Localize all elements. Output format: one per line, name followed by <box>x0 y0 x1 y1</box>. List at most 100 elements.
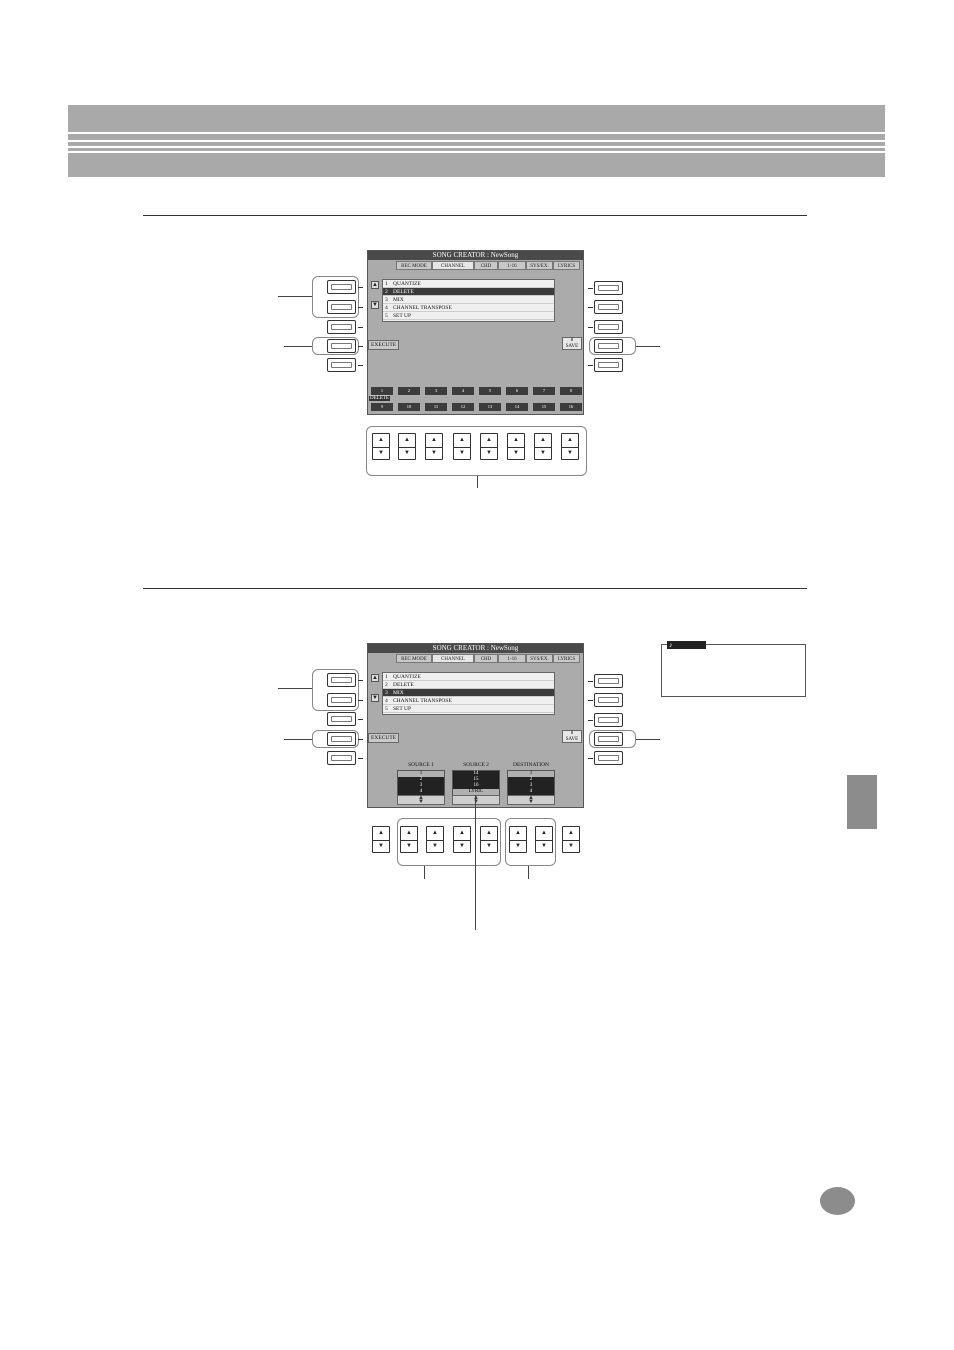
channel-cell[interactable]: 1 <box>371 387 393 395</box>
tab-channel[interactable]: CHANNEL <box>432 261 474 270</box>
updown-button-2[interactable]: ▲▼ <box>400 826 418 853</box>
tab-chd[interactable]: CHD <box>474 654 498 663</box>
source2-label: SOURCE 2 <box>463 762 489 768</box>
button-h[interactable] <box>594 320 623 334</box>
tab-lyrics[interactable]: LYRICS <box>553 654 580 663</box>
updown-button-1[interactable]: ▲▼ <box>372 433 390 460</box>
button-group-outline-i <box>589 337 636 355</box>
button-f[interactable] <box>594 674 623 688</box>
channel-cell[interactable]: 12 <box>452 403 474 411</box>
channel-cell[interactable]: 8 <box>560 387 582 395</box>
updown-button-7[interactable]: ▲▼ <box>535 826 553 853</box>
down-arrow-icon: ▼ <box>431 449 437 456</box>
tab-lyrics[interactable]: LYRICS <box>553 261 580 270</box>
destination-arrows[interactable]: ▲▼ <box>507 795 555 805</box>
execute-button[interactable]: EXECUTE <box>368 733 400 743</box>
button-f[interactable] <box>594 281 623 295</box>
scroll-down-icon[interactable]: ▼ <box>371 301 379 309</box>
updown-button-3[interactable]: ▲▼ <box>425 433 443 460</box>
tab-sysex[interactable]: SYS/EX. <box>526 261 553 270</box>
source1-label: SOURCE 1 <box>408 762 434 768</box>
source2-arrows[interactable]: ▲▼ <box>452 795 500 805</box>
tab-sysex[interactable]: SYS/EX. <box>526 654 553 663</box>
scroll-down-icon[interactable]: ▼ <box>371 694 379 702</box>
scroll-up-icon[interactable]: ▲ <box>371 674 379 682</box>
button-d[interactable] <box>327 339 356 353</box>
button-i[interactable] <box>594 732 623 746</box>
callout-leader <box>278 688 312 689</box>
channel-cell[interactable]: 15 <box>533 403 555 411</box>
button-e[interactable] <box>327 358 356 372</box>
button-b[interactable] <box>327 300 356 314</box>
down-arrow-icon: ▼ <box>568 842 574 849</box>
channel-cell[interactable]: 5 <box>479 387 501 395</box>
channel-cell[interactable]: 13 <box>479 403 501 411</box>
updown-button-7[interactable]: ▲▼ <box>534 433 552 460</box>
tab-bar: REC MODE CHANNEL CHD 1-16 SYS/EX. LYRICS <box>368 654 583 663</box>
updown-button-8[interactable]: ▲▼ <box>562 826 580 853</box>
tab-1-16[interactable]: 1-16 <box>498 261 526 270</box>
button-d[interactable] <box>327 732 356 746</box>
tab-chd[interactable]: CHD <box>474 261 498 270</box>
button-g[interactable] <box>594 693 623 707</box>
button-h[interactable] <box>594 713 623 727</box>
channel-cell[interactable]: 4 <box>452 387 474 395</box>
button-c[interactable] <box>327 320 356 334</box>
updown-button-1[interactable]: ▲▼ <box>372 826 390 853</box>
updown-button-4[interactable]: ▲▼ <box>453 826 471 853</box>
channel-cell[interactable]: 16 <box>560 403 582 411</box>
updown-button-5[interactable]: ▲▼ <box>480 433 498 460</box>
channel-row-1: 1 2 3 4 5 6 7 8 <box>371 387 582 395</box>
updown-button-6[interactable]: ▲▼ <box>509 826 527 853</box>
channel-cell[interactable]: 9 <box>371 403 393 411</box>
button-j[interactable] <box>594 751 623 765</box>
down-arrow-icon: ▼ <box>513 449 519 456</box>
button-j[interactable] <box>594 358 623 372</box>
channel-cell[interactable]: 11 <box>425 403 447 411</box>
tab-channel[interactable]: CHANNEL <box>432 654 474 663</box>
callout-leader <box>284 739 312 740</box>
button-c[interactable] <box>327 712 356 726</box>
updown-button-3[interactable]: ▲▼ <box>426 826 444 853</box>
button-e[interactable] <box>327 751 356 765</box>
channel-cell[interactable]: 10 <box>398 403 420 411</box>
updown-button-4[interactable]: ▲▼ <box>453 433 471 460</box>
channel-cell[interactable]: 7 <box>533 387 555 395</box>
channel-cell[interactable]: 3 <box>425 387 447 395</box>
updown-button-5[interactable]: ▲▼ <box>480 826 498 853</box>
scroll-up-icon[interactable]: ▲ <box>371 281 379 289</box>
button-a[interactable] <box>327 673 356 687</box>
execute-button[interactable]: EXECUTE <box>368 340 400 350</box>
updown-button-2[interactable]: ▲▼ <box>398 433 416 460</box>
source1-arrows[interactable]: ▲▼ <box>397 795 445 805</box>
tab-1-16[interactable]: 1-16 <box>498 654 526 663</box>
channel-cell[interactable]: 6 <box>506 387 528 395</box>
tab-rec-mode[interactable]: REC MODE <box>396 654 432 663</box>
button-g[interactable] <box>594 300 623 314</box>
updown-button-8[interactable]: ▲▼ <box>561 433 579 460</box>
up-arrow-icon: ▲ <box>535 434 551 448</box>
callout-leader <box>636 739 660 740</box>
channel-cell[interactable]: 2 <box>398 387 420 395</box>
channel-cell[interactable]: 14 <box>506 403 528 411</box>
up-arrow-icon: ▲ <box>536 827 552 841</box>
button-b[interactable] <box>327 693 356 707</box>
down-arrow-icon: ▼ <box>541 842 547 849</box>
down-arrow-icon: ▼ <box>432 842 438 849</box>
tab-rec-mode[interactable]: REC MODE <box>396 261 432 270</box>
button-a[interactable] <box>327 280 356 294</box>
button-i[interactable] <box>594 339 623 353</box>
updown-button-6[interactable]: ▲▼ <box>507 433 525 460</box>
